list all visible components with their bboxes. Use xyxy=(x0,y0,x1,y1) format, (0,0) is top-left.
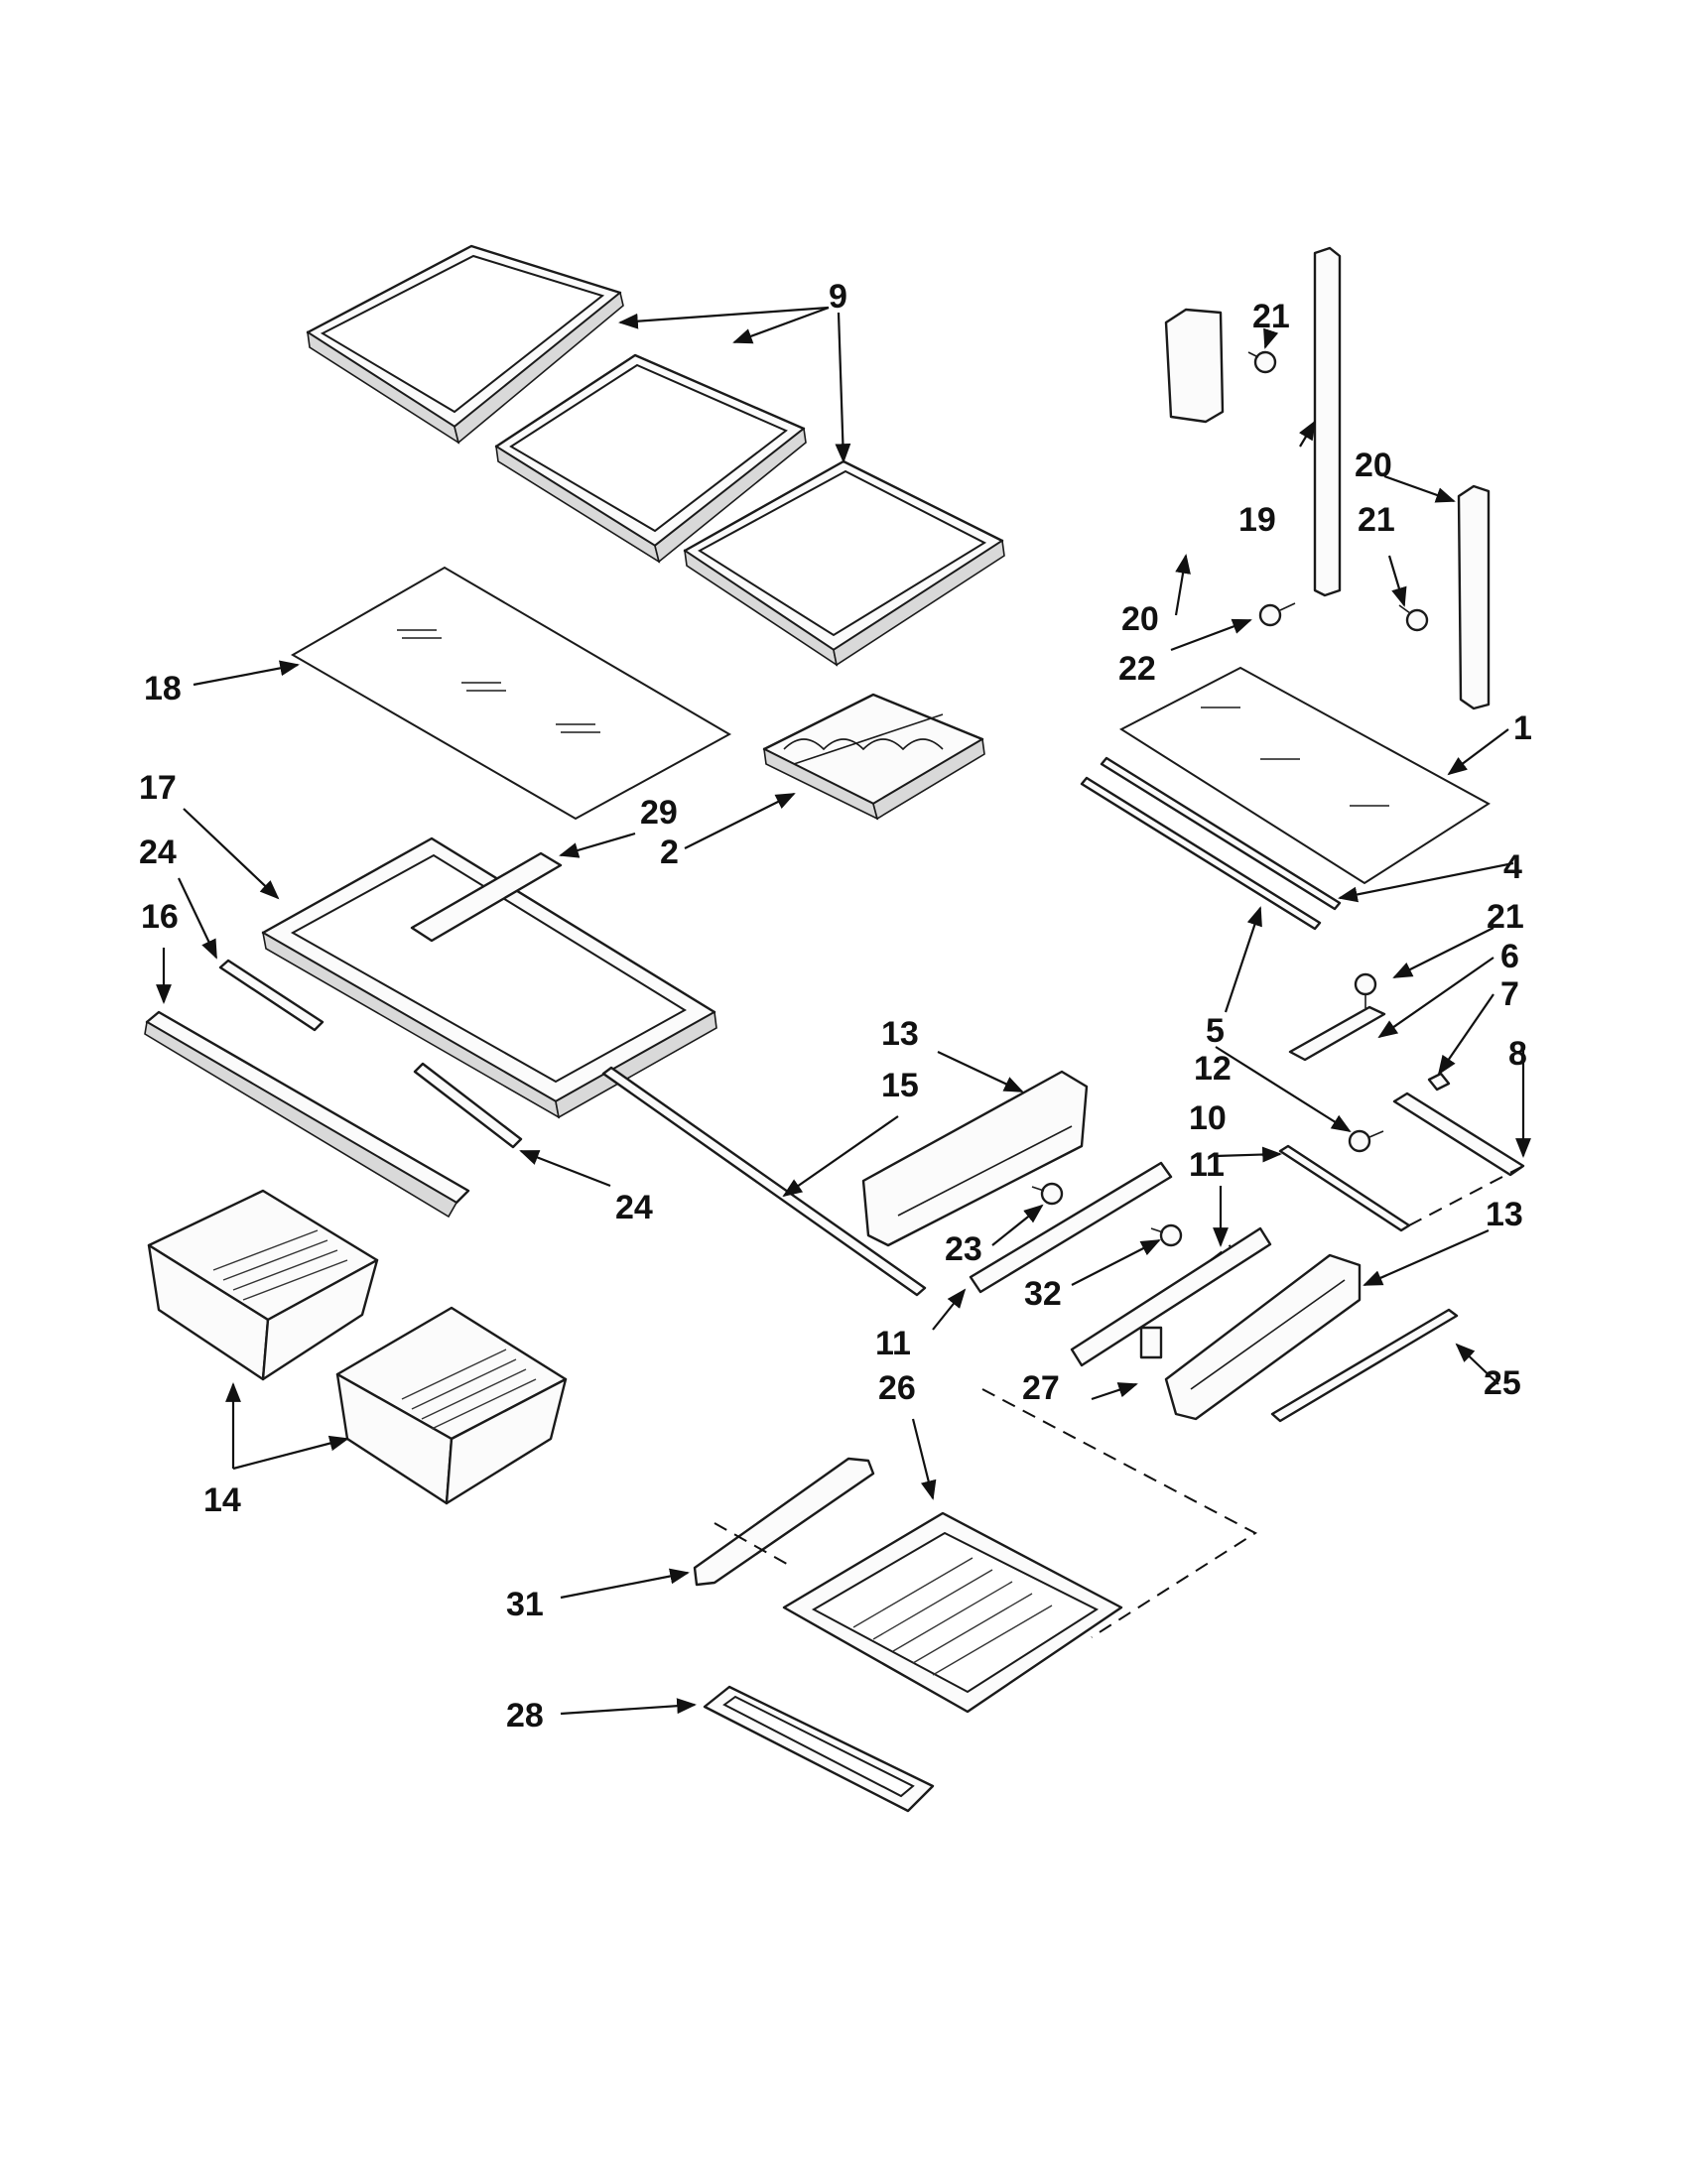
callout-26: 26 xyxy=(878,1369,916,1407)
screw-part-21-a xyxy=(1247,350,1277,374)
callout-4: 4 xyxy=(1503,848,1522,886)
clip-part-7 xyxy=(1427,1072,1451,1092)
trim-part-4 xyxy=(1100,756,1342,911)
callout-9: 9 xyxy=(829,278,847,316)
callout-24-a: 24 xyxy=(139,834,177,871)
callout-16: 16 xyxy=(141,898,179,936)
callout-13-b: 13 xyxy=(1486,1196,1523,1233)
callout-13-a: 13 xyxy=(881,1015,919,1053)
callout-21-c: 21 xyxy=(1487,898,1524,936)
trim-part-5 xyxy=(1080,776,1322,931)
crisper-drawer-part-14-a xyxy=(147,1189,379,1381)
screw-part-12 xyxy=(1348,1129,1384,1153)
screw-part-32 xyxy=(1150,1223,1183,1247)
rail-part-10 xyxy=(1278,1144,1411,1232)
callout-14: 14 xyxy=(203,1481,241,1519)
drawer-front-part-28 xyxy=(703,1685,935,1813)
rod-part-15 xyxy=(601,1066,927,1297)
callout-17: 17 xyxy=(139,769,177,807)
callout-23: 23 xyxy=(945,1230,982,1268)
upright-part-20-a xyxy=(1164,308,1225,424)
rail-part-11-a xyxy=(969,1161,1173,1294)
drawer-part-26 xyxy=(782,1511,1123,1714)
screw-part-21-c xyxy=(1354,972,1377,1008)
callout-12: 12 xyxy=(1194,1050,1232,1088)
callout-18: 18 xyxy=(144,670,182,707)
callout-15: 15 xyxy=(881,1067,919,1104)
callout-6: 6 xyxy=(1500,938,1519,975)
screw-part-23 xyxy=(1031,1182,1064,1206)
callout-27: 27 xyxy=(1022,1369,1060,1407)
glass-shelf-part-18 xyxy=(290,566,732,821)
screw-part-21-b xyxy=(1398,604,1429,632)
clip-part-27 xyxy=(1139,1326,1163,1359)
rod-part-25 xyxy=(1270,1308,1459,1423)
callout-11-b: 11 xyxy=(1189,1146,1225,1184)
crisper-drawer-part-14-b xyxy=(335,1306,568,1505)
callout-32: 32 xyxy=(1024,1275,1062,1313)
slide-part-24-a xyxy=(218,959,325,1032)
assembly-lines xyxy=(714,1165,1524,1638)
upright-part-19 xyxy=(1313,246,1342,597)
bracket-part-13-b xyxy=(1164,1253,1362,1421)
rail-part-8 xyxy=(1392,1092,1525,1177)
bracket-part-31 xyxy=(693,1457,875,1587)
upright-part-20-b xyxy=(1457,484,1491,710)
callout-31: 31 xyxy=(506,1586,544,1623)
shelf-part-9-c xyxy=(683,459,1005,667)
callout-28: 28 xyxy=(506,1697,544,1734)
callout-7: 7 xyxy=(1500,975,1519,1013)
screw-part-22 xyxy=(1258,602,1296,627)
callout-8: 8 xyxy=(1508,1035,1527,1073)
callout-2: 2 xyxy=(660,834,679,871)
callout-5: 5 xyxy=(1206,1012,1225,1050)
callout-19: 19 xyxy=(1238,501,1276,539)
shelf-part-9-b xyxy=(494,353,807,564)
callout-21-b: 21 xyxy=(1358,501,1395,539)
glass-shelf-part-1 xyxy=(1118,666,1491,885)
callout-10: 10 xyxy=(1189,1099,1227,1137)
leader-arrows xyxy=(156,306,1531,1716)
rail-part-11-b xyxy=(1070,1226,1272,1367)
callout-20-a: 20 xyxy=(1355,447,1392,484)
crisper-frame-part-17 xyxy=(261,836,717,1119)
slide-part-24-b xyxy=(413,1062,523,1149)
callout-20-b: 20 xyxy=(1121,600,1159,638)
callout-21-a: 21 xyxy=(1252,298,1290,335)
wine-rack-part-2 xyxy=(762,693,985,821)
bracket-part-13-a xyxy=(861,1070,1089,1247)
callout-1: 1 xyxy=(1513,709,1532,747)
shelf-part-9-a xyxy=(306,244,624,445)
callout-22: 22 xyxy=(1118,650,1156,688)
cover-strip-part-16 xyxy=(144,1010,470,1219)
callout-24-b: 24 xyxy=(615,1189,653,1226)
callout-29: 29 xyxy=(640,794,678,832)
callout-25: 25 xyxy=(1484,1364,1521,1402)
callout-11-a: 11 xyxy=(875,1325,911,1362)
bracket-part-6 xyxy=(1288,1005,1386,1062)
